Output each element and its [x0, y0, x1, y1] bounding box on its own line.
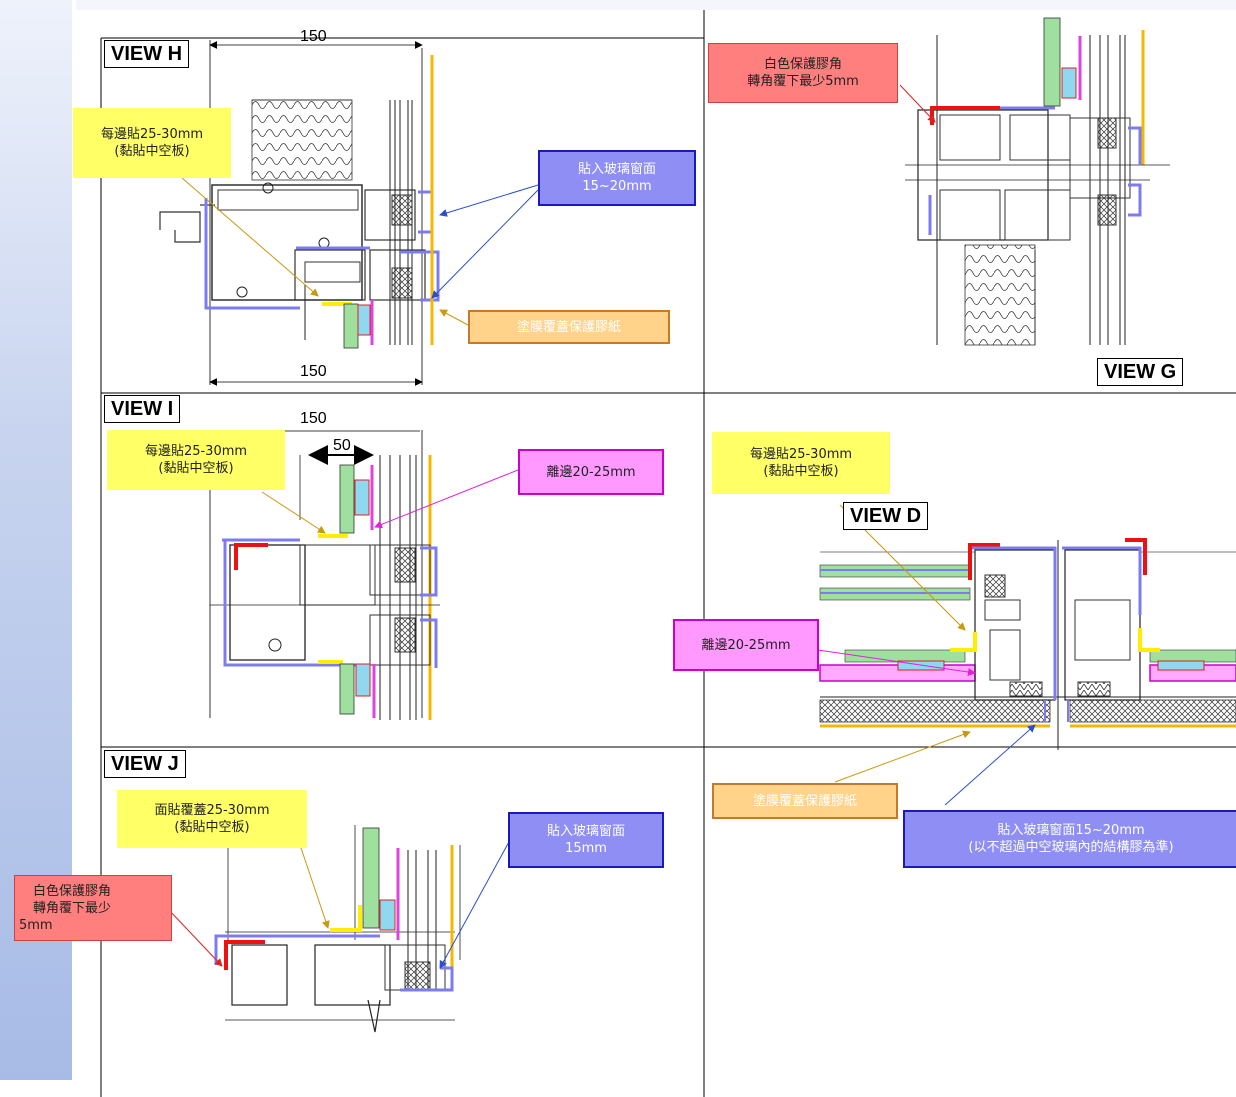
note-line: 轉角覆下最少	[33, 900, 112, 916]
dimension-i-inner: 50	[333, 437, 351, 454]
note-line: (黏貼中空板)	[174, 820, 250, 835]
note-line: 面貼覆蓋25-30mm	[154, 803, 270, 818]
note-line: 15mm	[565, 841, 607, 856]
note-g-corner-guard: 白色保護膠角 轉角覆下最少5mm	[708, 43, 898, 103]
note-d-film-cover: 塗膜覆蓋保護膠紙	[712, 783, 898, 819]
note-line: 每邊貼25-30mm	[100, 127, 204, 142]
view-j-label: VIEW J	[104, 750, 186, 778]
side-divider	[72, 0, 76, 1080]
note-line: 白色保護膠角	[763, 57, 842, 72]
note-h-glass-insert: 貼入玻璃窗面 15~20mm	[538, 150, 696, 206]
note-j-corner-guard: 白色保護膠角 轉角覆下最少 5mm	[14, 875, 172, 941]
dimension-h-top: 150	[300, 28, 327, 45]
note-line: 離邊20-25mm	[546, 464, 636, 480]
note-j-glass-insert: 貼入玻璃窗面 15mm	[508, 812, 664, 868]
note-line: 5mm	[19, 917, 53, 933]
note-d-edge-offset: 離邊20-25mm	[673, 619, 819, 671]
view-g-label: VIEW G	[1097, 358, 1184, 386]
note-line: 每邊貼25-30mm	[749, 447, 853, 462]
note-h-film-cover: 塗膜覆蓋保護膠紙	[468, 310, 670, 344]
view-i-drawing	[209, 430, 519, 720]
note-d-tape-width: 每邊貼25-30mm (黏貼中空板)	[712, 432, 890, 494]
note-line: (黏貼中空板)	[763, 464, 839, 479]
note-line: 離邊20-25mm	[701, 637, 791, 653]
view-g-drawing	[899, 17, 1170, 346]
note-line: 每邊貼25-30mm	[144, 444, 248, 459]
note-line: (以不超過中空玻璃內的結構膠為準)	[968, 840, 1174, 855]
note-line: (黏貼中空板)	[158, 461, 234, 476]
view-h-drawing	[159, 40, 539, 386]
view-j-drawing	[149, 825, 511, 1033]
note-line: 白色保護膠角	[33, 883, 112, 899]
note-h-tape-width: 每邊貼25-30mm (黏貼中空板)	[73, 108, 231, 178]
note-line: (黏貼中空板)	[114, 144, 190, 159]
top-strip	[76, 0, 1236, 10]
view-h-label: VIEW H	[104, 40, 190, 68]
note-j-face-cover: 面貼覆蓋25-30mm (黏貼中空板)	[117, 790, 307, 848]
note-line: 15~20mm	[582, 179, 652, 194]
view-d-label: VIEW D	[843, 502, 929, 530]
note-i-tape-width: 每邊貼25-30mm (黏貼中空板)	[107, 430, 285, 490]
note-line: 塗膜覆蓋保護膠紙	[516, 319, 621, 335]
note-line: 貼入玻璃窗面	[577, 162, 656, 177]
note-i-edge-offset: 離邊20-25mm	[518, 449, 664, 495]
dimension-i-top: 150	[300, 410, 327, 427]
note-line: 貼入玻璃窗面15~20mm	[997, 823, 1145, 838]
dimension-h-bottom: 150	[300, 363, 327, 380]
view-i-label: VIEW I	[104, 395, 181, 423]
note-line: 轉角覆下最少5mm	[747, 74, 859, 89]
view-d-drawing	[817, 504, 1236, 806]
note-line: 貼入玻璃窗面	[546, 824, 625, 839]
note-d-glass-insert: 貼入玻璃窗面15~20mm (以不超過中空玻璃內的結構膠為準)	[903, 810, 1236, 868]
note-line: 塗膜覆蓋保護膠紙	[752, 793, 857, 809]
